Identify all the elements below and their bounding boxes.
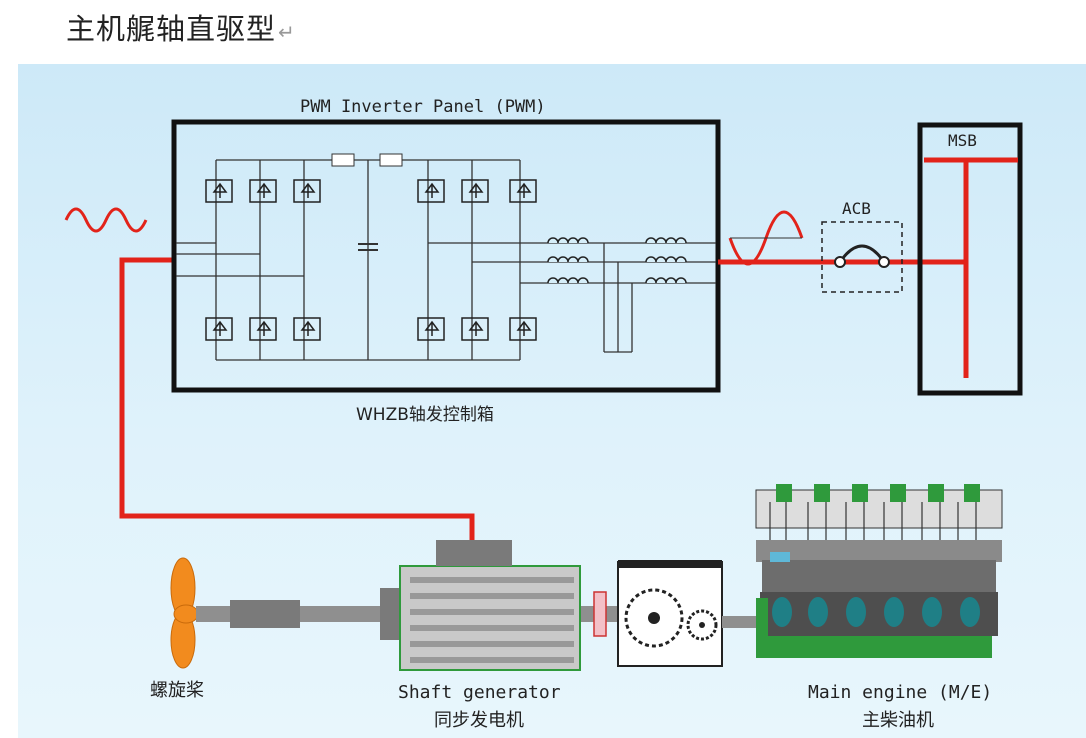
igbt-switch xyxy=(293,317,321,341)
igbt-switch xyxy=(461,317,489,341)
generator-clutch xyxy=(593,591,607,637)
page-heading: 主机艉轴直驱型↵ xyxy=(66,12,296,46)
igbt-switch xyxy=(293,179,321,203)
inductor-coil xyxy=(547,237,589,244)
pwm-inverter-box xyxy=(171,119,721,393)
igbt-switch xyxy=(417,179,445,203)
shaft-generator-label-en: Shaft generator xyxy=(398,682,561,703)
igbt-switch xyxy=(249,179,277,203)
inductor-coil xyxy=(645,256,687,263)
propeller xyxy=(170,557,199,669)
engine-rods xyxy=(769,502,977,540)
igbt-switch xyxy=(509,179,537,203)
engine-bedplate xyxy=(766,636,992,658)
fuse-1 xyxy=(331,153,355,167)
generator-fins xyxy=(410,577,574,663)
control-box-label: WHZB轴发控制箱 xyxy=(356,405,494,425)
inverter-panel-label: PWM Inverter Panel (PWM) xyxy=(300,97,546,117)
engine-valve-covers xyxy=(776,484,980,502)
shaft-generator-label-cn: 同步发电机 xyxy=(434,710,524,731)
msb-box xyxy=(917,122,1023,396)
power-line-left xyxy=(119,257,475,544)
main-engine-label-en: Main engine (M/E) xyxy=(808,682,993,703)
inverter-wiring xyxy=(176,159,716,361)
ac-source-wave xyxy=(64,207,148,233)
igbt-switch xyxy=(205,179,233,203)
generator-terminal-box xyxy=(436,540,512,566)
shaft-generator xyxy=(399,565,581,671)
igbt-switch xyxy=(461,179,489,203)
msb-label: MSB xyxy=(948,131,977,150)
inductor-coil xyxy=(547,277,589,284)
igbt-switch xyxy=(417,317,445,341)
engine-cylinders xyxy=(772,597,980,627)
igbt-switches xyxy=(205,179,537,341)
inductor-coil xyxy=(547,256,589,263)
inductor-coil xyxy=(645,277,687,284)
acb-breaker-contact xyxy=(838,244,886,263)
inductor-coil xyxy=(645,237,687,244)
igbt-switch xyxy=(205,317,233,341)
fuse-2 xyxy=(379,153,403,167)
propeller-label: 螺旋桨 xyxy=(150,680,204,701)
acb-breaker-box xyxy=(821,221,903,293)
main-engine-label-cn: 主柴油机 xyxy=(862,710,934,731)
shaft-bearing xyxy=(230,600,300,628)
igbt-switch xyxy=(249,317,277,341)
inductor-coils xyxy=(547,237,687,284)
acb-label: ACB xyxy=(842,199,871,218)
main-engine xyxy=(755,484,1003,658)
igbt-switch xyxy=(509,317,537,341)
return-mark: ↵ xyxy=(278,20,296,44)
